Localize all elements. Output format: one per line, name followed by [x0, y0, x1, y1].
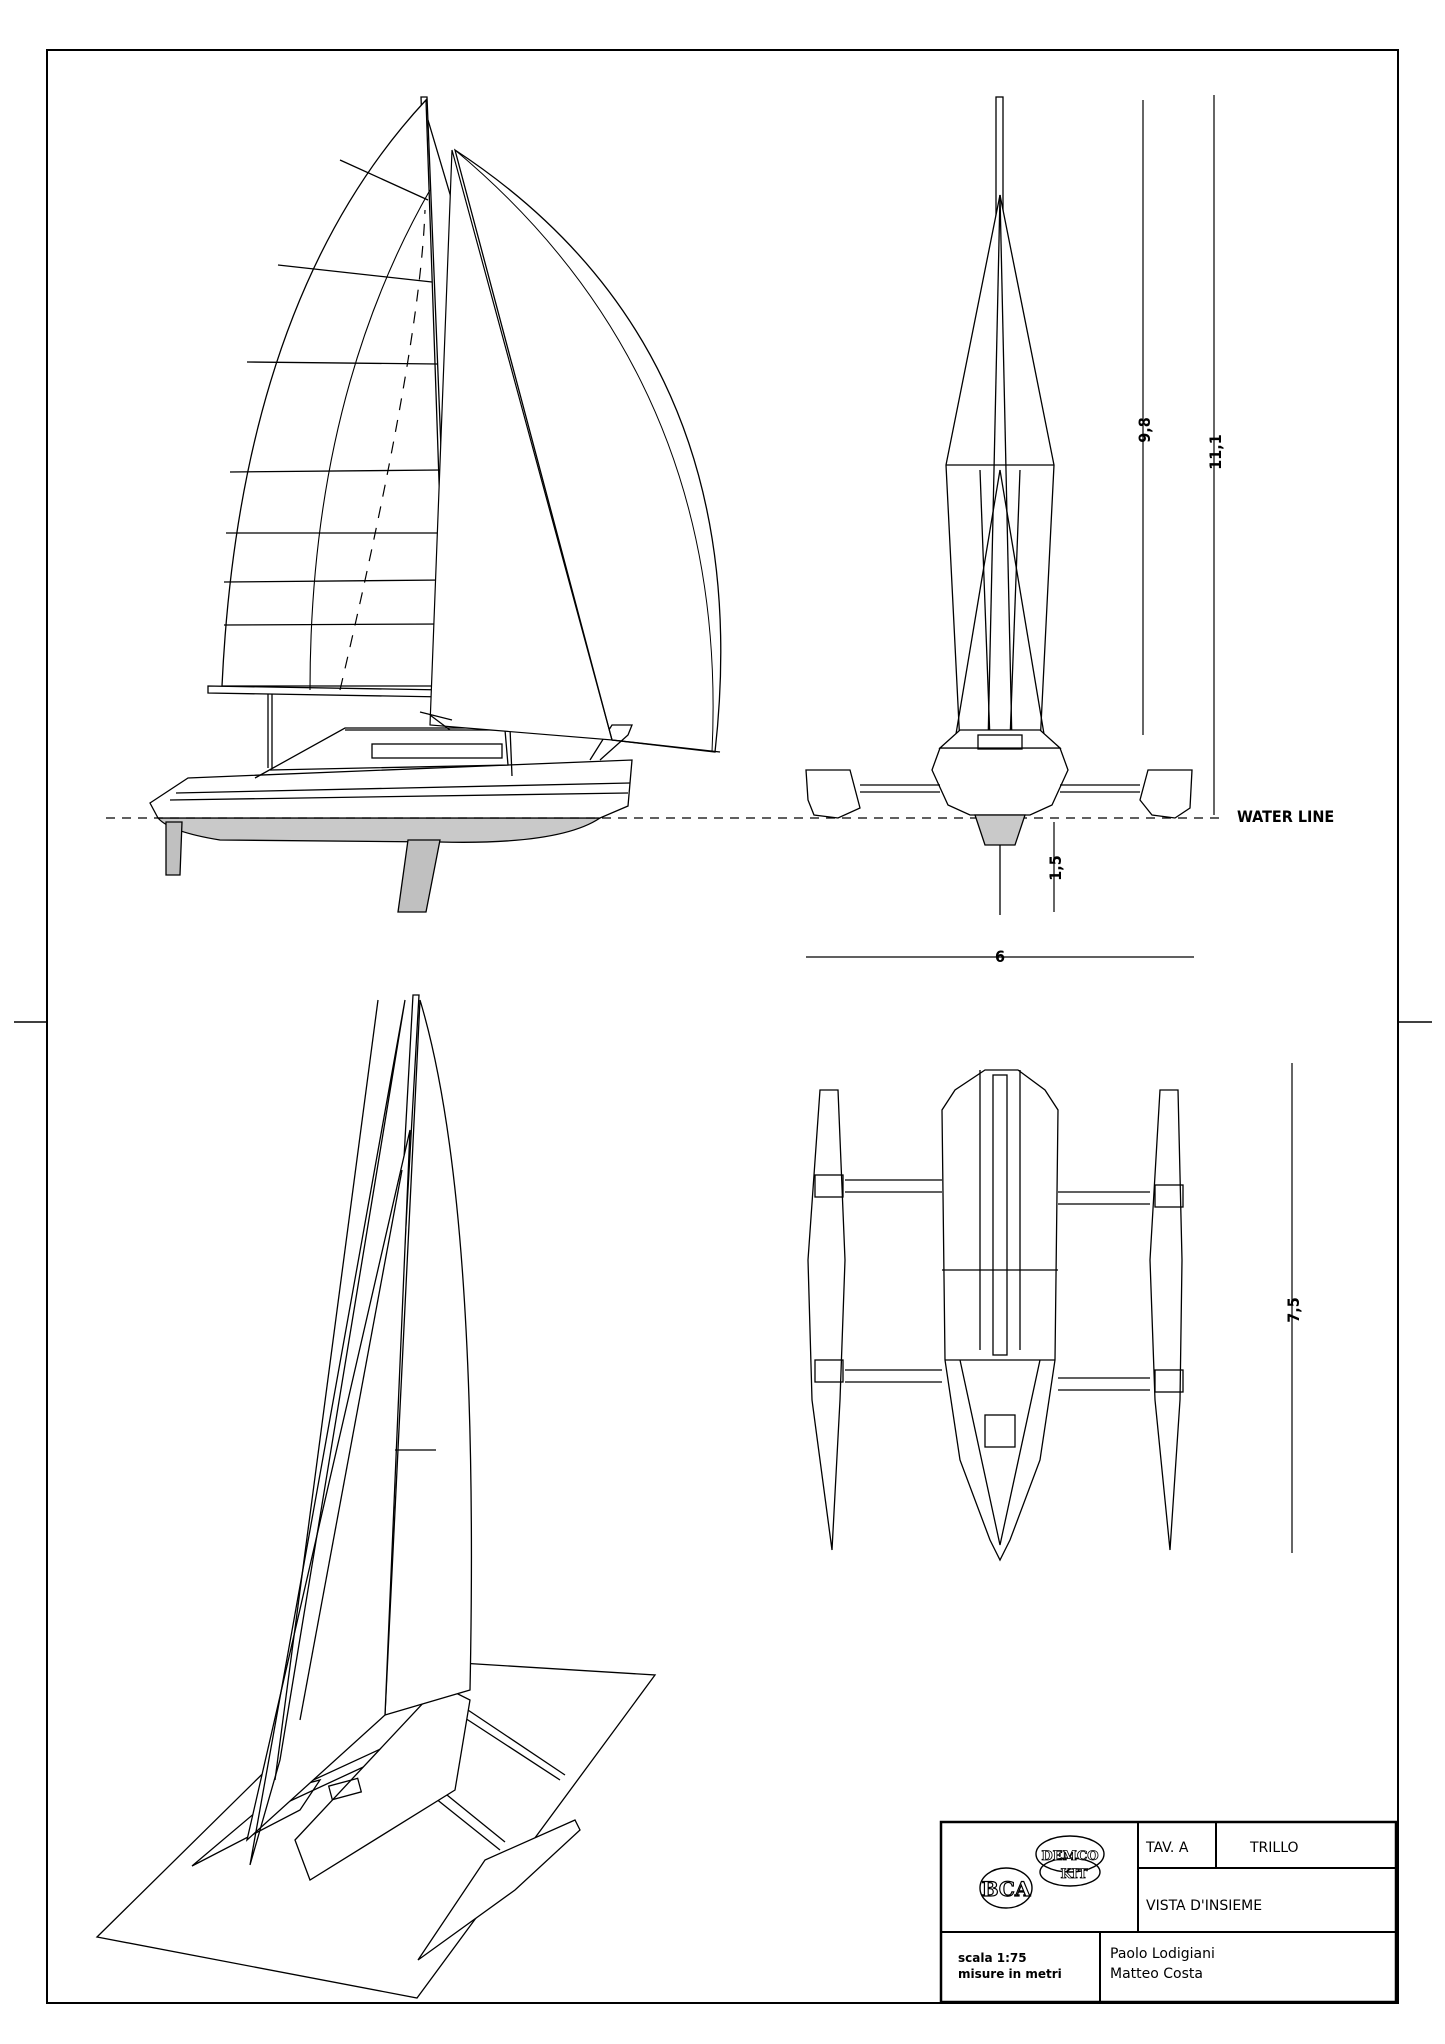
water-line-label: WATER LINE — [1237, 807, 1334, 826]
sheet-id: TAV. A — [1145, 1840, 1189, 1856]
dim-length: 7,5 — [1284, 1297, 1303, 1323]
plan-float-right — [1149, 1089, 1183, 1551]
dim-draft: 1,5 — [1046, 855, 1065, 881]
perspective-jib — [245, 1129, 411, 1842]
dim-beam: 6 — [995, 947, 1005, 966]
view-name: VISTA D'INSIEME — [1146, 1898, 1262, 1914]
side-mainsail — [221, 98, 447, 687]
drawing-frame — [46, 49, 1399, 2004]
front-float-right — [1139, 769, 1193, 819]
side-daggerboard — [397, 839, 441, 913]
front-dimensions — [806, 95, 1293, 1553]
side-gennaker — [453, 148, 722, 753]
plan-main-hull — [941, 1069, 1059, 1562]
front-main-hull — [931, 747, 1069, 816]
svg-text:DEMCO: DEMCO — [1041, 1849, 1098, 1864]
dim-mast-height: 9,8 — [1135, 417, 1154, 443]
side-rudder — [165, 821, 183, 876]
perspective-gennaker — [249, 999, 406, 1866]
dim-total-height: 11,1 — [1206, 434, 1225, 470]
svg-text:KIT: KIT — [1060, 1867, 1087, 1882]
perspective-main-hull — [294, 1684, 471, 1881]
side-boom — [207, 685, 447, 698]
author-2: Matteo Costa — [1110, 1966, 1203, 1982]
side-cabin — [254, 727, 513, 779]
plan-view — [807, 1069, 1184, 1562]
plan-float-left — [807, 1089, 846, 1551]
demco-bca-kit-logo: BCA DEMCO KIT — [979, 1835, 1105, 1909]
units-label: misure in metri — [958, 1967, 1062, 1981]
svg-text:BCA: BCA — [982, 1877, 1031, 1901]
perspective-view — [95, 994, 657, 1999]
title-block — [939, 1820, 1398, 2004]
front-float-left — [805, 769, 861, 819]
author-1: Paolo Lodigiani — [1110, 1946, 1215, 1962]
side-hull-underbody — [156, 817, 603, 843]
side-jib — [429, 149, 613, 741]
scale-label: scala 1:75 — [958, 1951, 1027, 1965]
project-name: TRILLO — [1249, 1840, 1299, 1856]
side-view — [149, 96, 722, 913]
side-hull — [149, 759, 633, 819]
perspective-mainsail — [384, 999, 473, 1716]
front-view — [805, 96, 1193, 915]
